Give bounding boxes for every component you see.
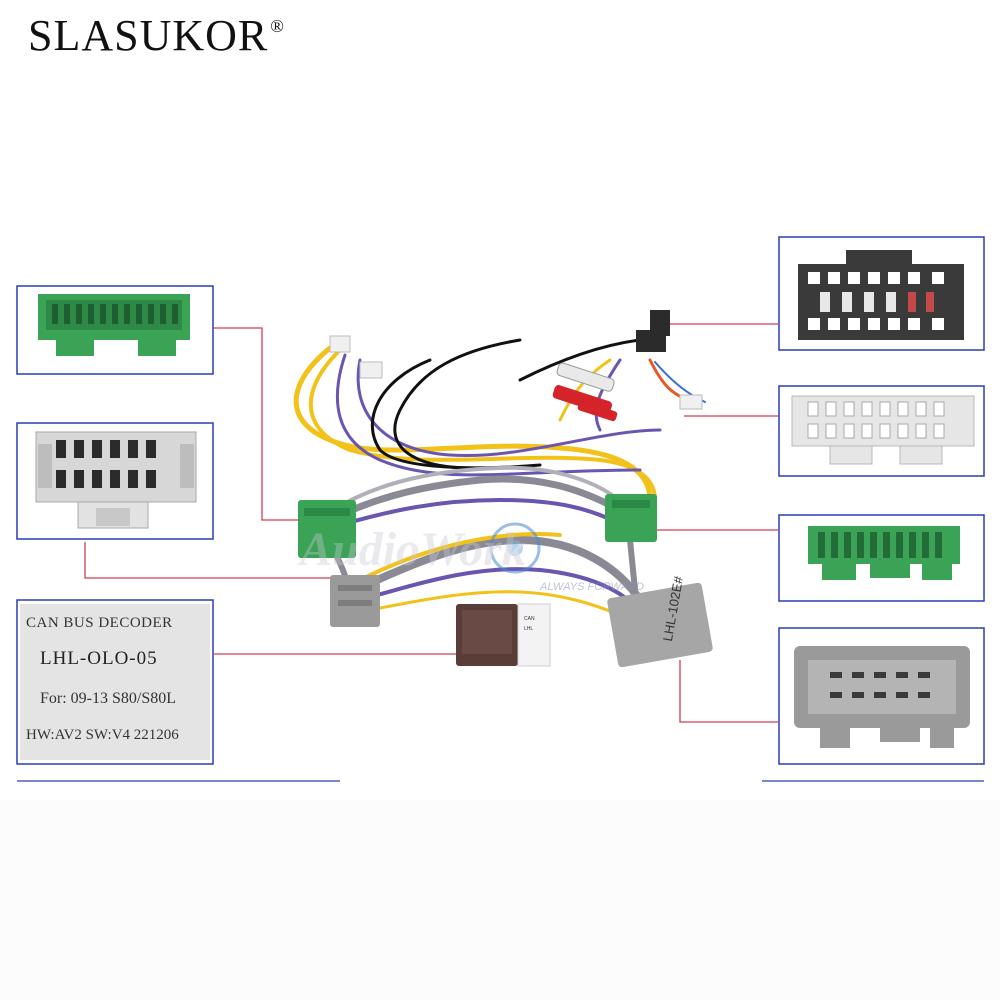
callout-decoder-label: CAN BUS DECODER LHL-OLO-05 For: 09-13 S8… <box>16 599 214 765</box>
decoder-label-line-3: For: 09-13 S80/S80L <box>40 690 176 707</box>
decoder-label-line-1: CAN BUS DECODER <box>26 615 173 631</box>
iso-connector-center <box>636 310 670 352</box>
brand-name: SLASUKOR <box>28 11 269 60</box>
callout-grey-connector-right <box>778 627 985 765</box>
callout-green-connector-left <box>16 285 214 375</box>
registered-mark: ® <box>270 16 285 36</box>
white-connector-small-3 <box>679 394 703 410</box>
green-connector-center-left <box>298 500 356 558</box>
decoder-label-line-2: LHL-OLO-05 <box>40 648 158 669</box>
callout-white-connector-right <box>778 385 985 477</box>
white-connector-small-1 <box>329 335 351 353</box>
leader-line-grey-left <box>84 542 340 579</box>
watermark: AudioWork ALWAYS FORWARD <box>297 522 644 593</box>
callout-green-connector-right <box>778 514 985 602</box>
brand-logo: SLASUKOR® <box>28 10 285 61</box>
watermark-main-text: AudioWork <box>297 523 526 576</box>
bottom-background <box>0 800 1000 1000</box>
callout-black-connector-right <box>778 236 985 351</box>
svg-text:CAN: CAN <box>524 616 535 622</box>
leader-lines <box>84 323 778 723</box>
watermark-tagline-text: ALWAYS FORWARD <box>539 581 644 593</box>
rca-plugs <box>552 362 618 422</box>
svg-text:LHL: LHL <box>524 626 533 632</box>
decoder-box: CAN LHL <box>456 603 551 667</box>
white-connector-small-2 <box>359 361 383 379</box>
green-connector-center-right <box>605 494 657 542</box>
watermark-disc-icon <box>489 522 541 574</box>
leader-line-grey-right <box>679 660 778 723</box>
grey-connector-center-left <box>330 575 380 627</box>
leader-line-green-left <box>214 327 298 521</box>
callout-grey-connector-left <box>16 422 214 540</box>
decoder-label-line-4: HW:AV2 SW:V4 221206 <box>26 727 179 743</box>
